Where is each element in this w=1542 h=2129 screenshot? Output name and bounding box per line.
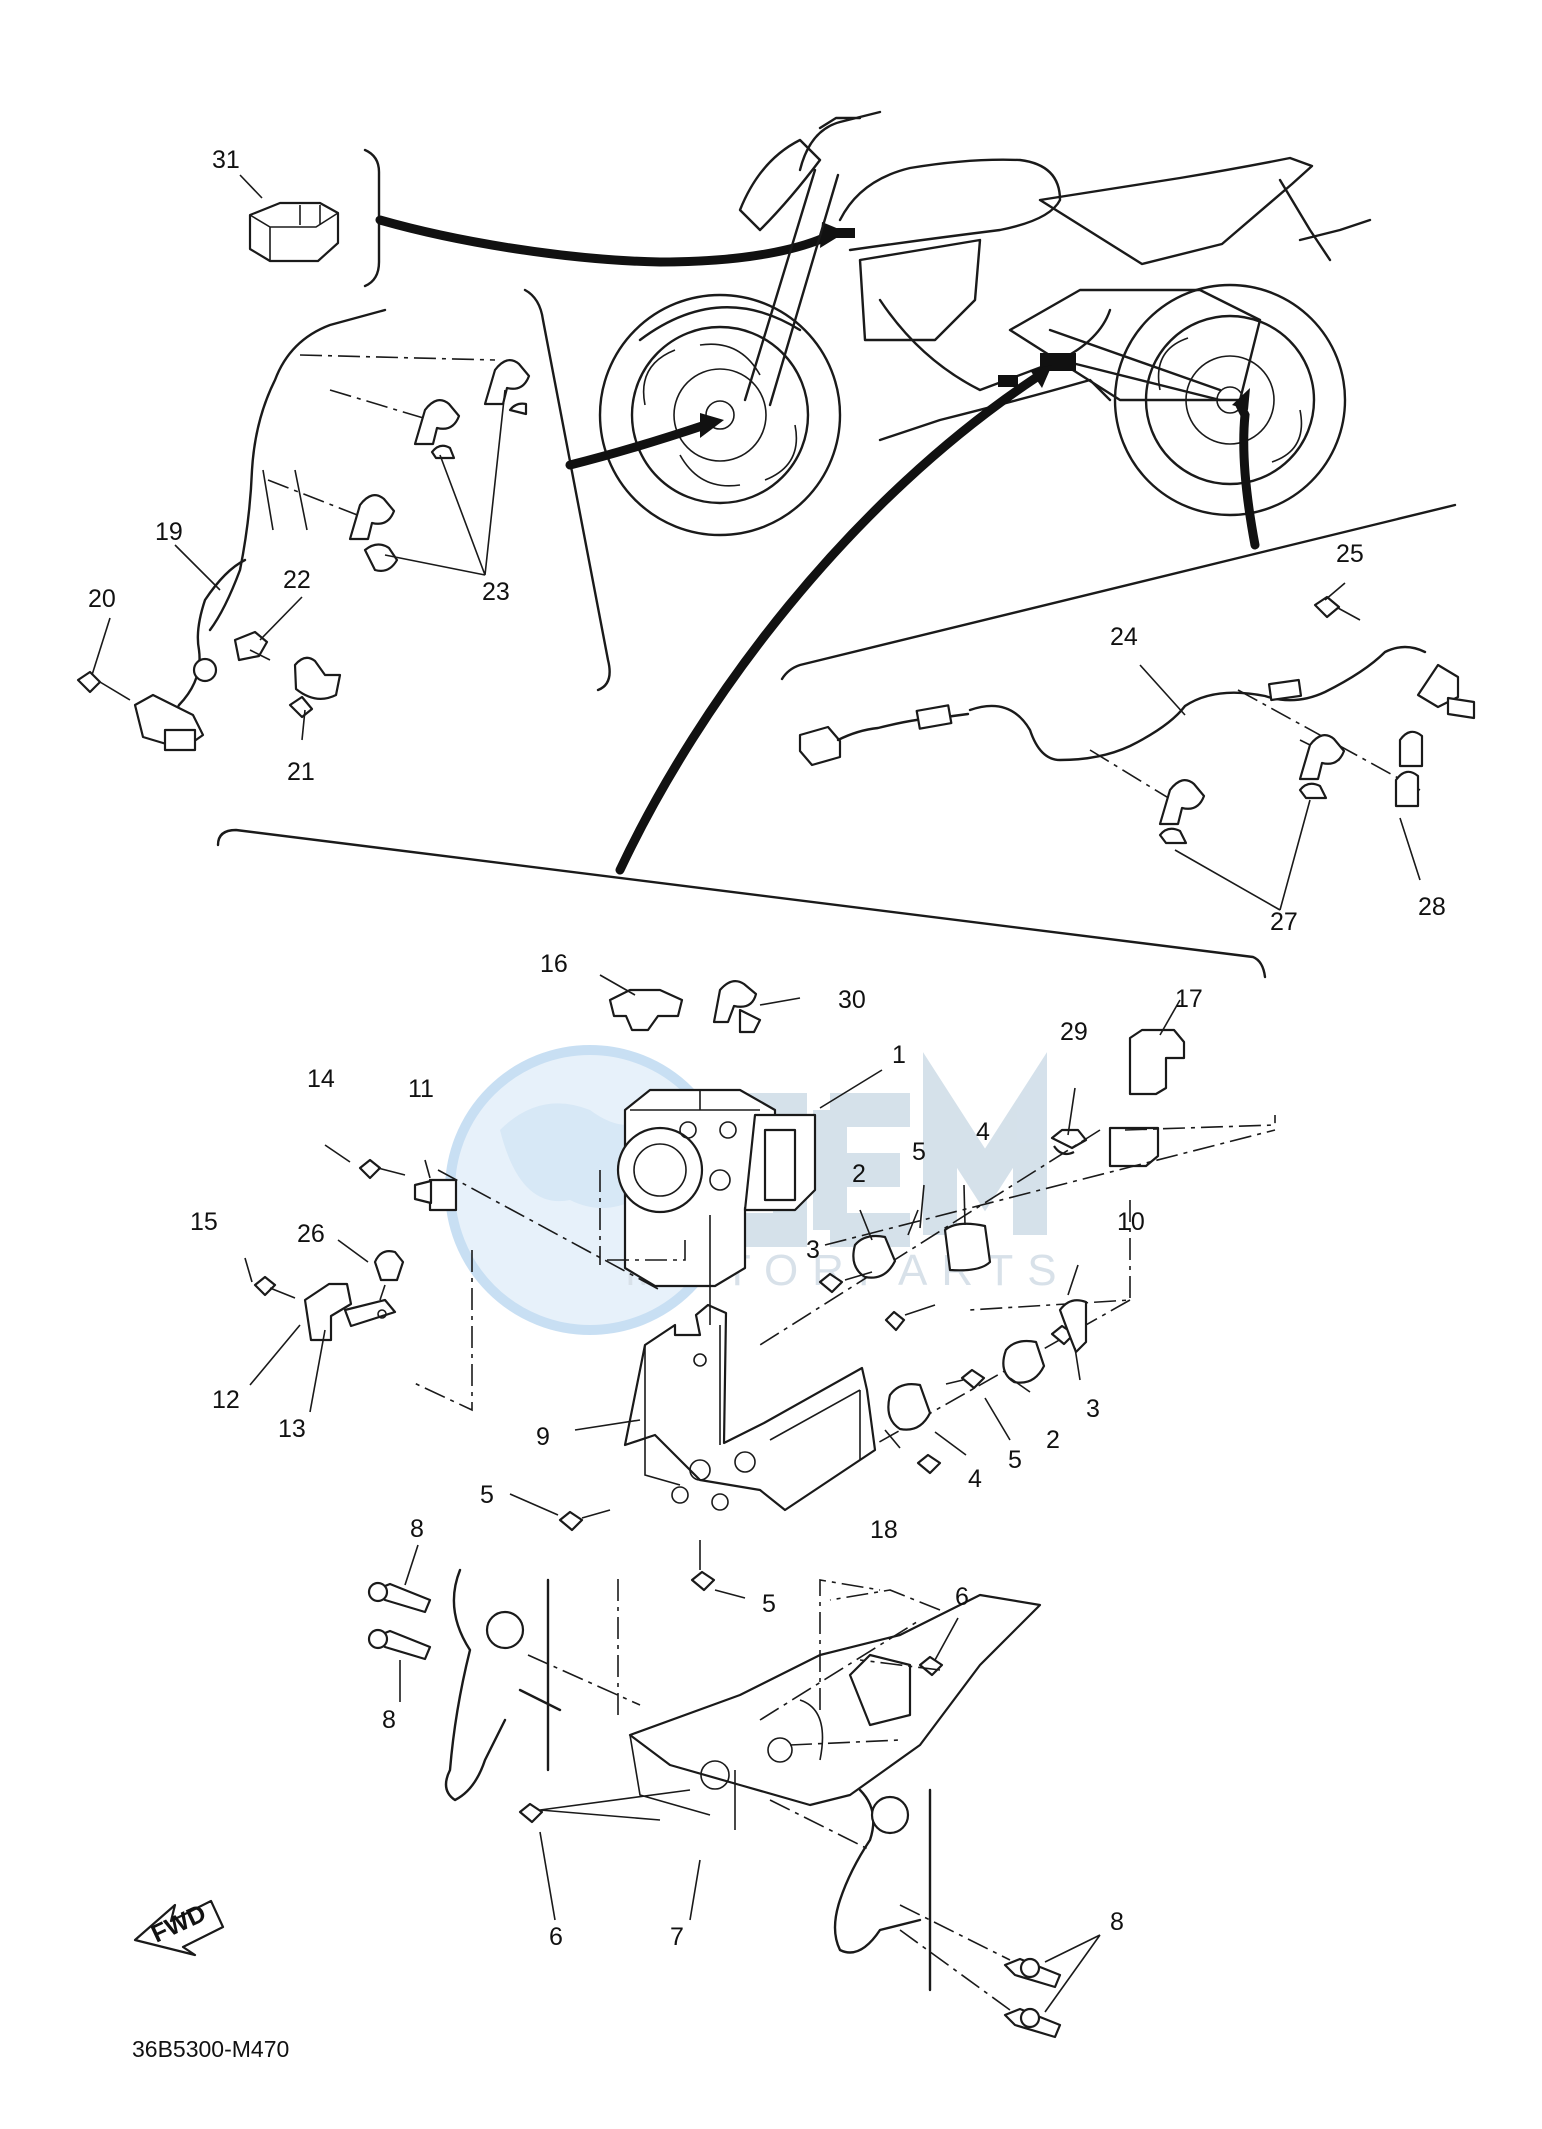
- callout-labels: 31 19 20 22 21 23 24 25 27 28 16 30 17 2…: [88, 146, 1446, 1951]
- callout-1: 1: [892, 1041, 906, 1069]
- callout-10: 10: [1117, 1208, 1145, 1236]
- callout-9: 9: [536, 1423, 550, 1451]
- callout-8c: 8: [1110, 1908, 1124, 1936]
- callout-24: 24: [1110, 623, 1138, 651]
- coupler-inset: [239, 148, 846, 288]
- callout-16: 16: [540, 950, 568, 978]
- callout-28: 28: [1418, 893, 1446, 921]
- callout-22: 22: [283, 566, 311, 594]
- callout-3a: 3: [806, 1236, 820, 1264]
- callout-19: 19: [155, 518, 183, 546]
- callout-4a: 4: [976, 1118, 990, 1146]
- callout-20: 20: [88, 585, 116, 613]
- callout-27: 27: [1270, 908, 1298, 936]
- motorcycle-overview: [598, 110, 1372, 537]
- callout-7: 7: [670, 1923, 684, 1951]
- bracket-9: [509, 1215, 877, 1599]
- callout-31: 31: [212, 146, 240, 174]
- callout-8a: 8: [410, 1515, 424, 1543]
- callout-15: 15: [190, 1208, 218, 1236]
- callout-29: 29: [1060, 1018, 1088, 1046]
- callout-11: 11: [408, 1075, 434, 1103]
- callout-2b: 2: [1046, 1426, 1060, 1454]
- callout-14: 14: [307, 1065, 335, 1093]
- callout-17: 17: [1175, 985, 1203, 1013]
- callout-25: 25: [1336, 540, 1364, 568]
- callout-4b: 4: [968, 1465, 982, 1493]
- abs-hydraulic-unit: [616, 1069, 883, 1288]
- callout-8b: 8: [382, 1706, 396, 1734]
- callout-5d: 5: [762, 1590, 776, 1618]
- callout-5a: 5: [912, 1138, 926, 1166]
- callout-30: 30: [838, 986, 866, 1014]
- mount-parts: [244, 974, 1276, 1475]
- callout-3b: 3: [1086, 1395, 1100, 1423]
- diagram-code: 36B5300-M470: [132, 2036, 289, 2062]
- fwd-arrow-icon: FWD: [133, 1899, 225, 1957]
- callout-5c: 5: [480, 1481, 494, 1509]
- front-sensor-inset: [76, 288, 724, 752]
- callout-21: 21: [287, 758, 315, 786]
- callout-6a: 6: [955, 1583, 969, 1611]
- rear-sensor-inset: [615, 365, 1476, 911]
- callout-13: 13: [278, 1415, 306, 1443]
- callout-5b: 5: [1008, 1446, 1022, 1474]
- callout-18: 18: [870, 1516, 898, 1544]
- frame-brackets: [367, 1544, 1101, 2039]
- callout-2a: 2: [852, 1160, 866, 1188]
- callout-23: 23: [482, 578, 510, 606]
- rear-sensor-connector: [798, 725, 842, 767]
- callout-12: 12: [212, 1386, 240, 1414]
- callout-6b: 6: [549, 1923, 563, 1951]
- coupler-31: [248, 201, 340, 263]
- callout-26: 26: [297, 1220, 325, 1248]
